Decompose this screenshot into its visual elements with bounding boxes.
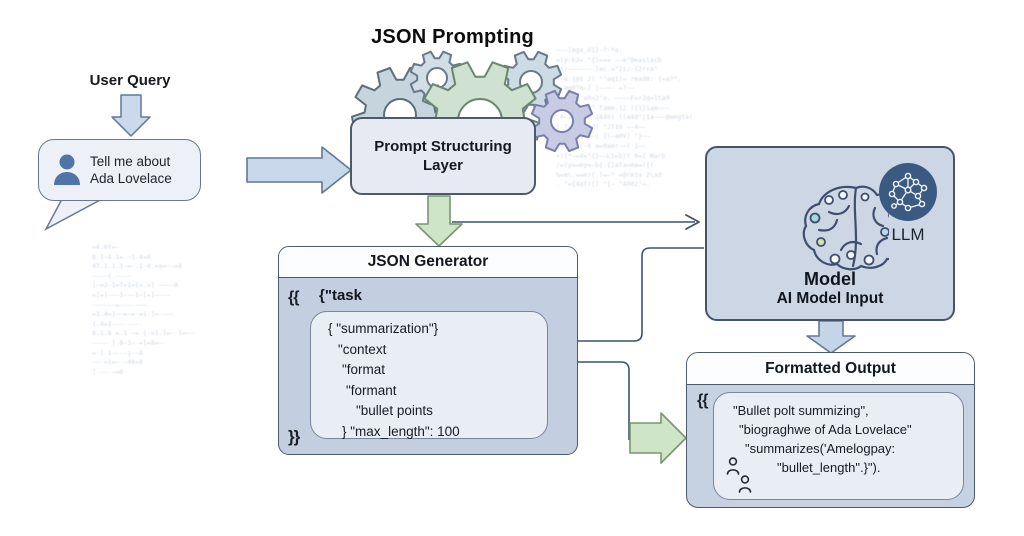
formatted-output-box: Formatted Output {{ "Bullet polt summizi… bbox=[686, 352, 975, 508]
background-code-line: 8.1—4.1=.—1.4=8 bbox=[92, 252, 151, 261]
background-code-line: ———— ].8—1—·=]=8=—· bbox=[92, 338, 167, 347]
background-code-line: ]—=2—1=T=1={=.=] ————8 bbox=[92, 281, 179, 290]
background-code-line: ,4—2{a "" 1840) ((a40"|1a———@amgta( bbox=[556, 113, 693, 122]
background-code-line: +){*—=4="{}——L1=b}t 0=[ Narb bbox=[556, 151, 666, 160]
background-code-line: =]=]———1———1—[=]———— bbox=[92, 290, 171, 299]
background-code-line: ={)—————— ]ac.="21/-{2rra" bbox=[556, 65, 658, 74]
json-code-line: } "max_length": 100 bbox=[342, 423, 460, 439]
background-code-line: %=m\.==m){.)=—" =@rm1a 2\ad bbox=[556, 170, 662, 179]
user-query-label: User Query bbox=[89, 72, 171, 89]
user-query-text: Tell me about Ada Lovelace bbox=[90, 153, 172, 188]
background-code-line: ———[mga_d1}-?-*a. bbox=[556, 46, 623, 54]
down-arrow-model bbox=[806, 320, 856, 354]
json-generator-title: JSON Generator bbox=[279, 247, 577, 278]
json-code-line: "formant bbox=[346, 382, 397, 398]
background-code-line: 1.4=1———·———· bbox=[92, 319, 143, 328]
connector-generator-to-model bbox=[578, 247, 704, 342]
background-code-line: =4.8Y=— bbox=[92, 243, 120, 251]
right-arrow-to-psl bbox=[246, 146, 352, 194]
llm-badge bbox=[879, 163, 937, 221]
output-line: "summarizes('Amelogpay: bbox=[745, 441, 896, 456]
background-code-line: ————{.———— bbox=[92, 271, 132, 280]
background-code-line: =(y:b2= "{]=== ——a"@eastacb bbox=[556, 55, 662, 64]
person-outline-icon bbox=[726, 457, 740, 475]
json-generator-box: JSON Generator {{ {"task { "summarizatio… bbox=[278, 246, 578, 455]
model-box: LLM Model AI Model Input bbox=[705, 146, 955, 321]
json-code-panel: { "summarization"} "context "format "for… bbox=[310, 311, 548, 439]
bubble-line: Tell me about bbox=[90, 153, 171, 169]
output-text-panel: "Bullet polt summizing", "biograghwe of … bbox=[713, 392, 964, 500]
background-code-line: ——am0Tm—] |———— =?—— bbox=[556, 84, 635, 93]
background-code-line: * 4:{@1 2) ""aq1)= read0: {=a?". bbox=[556, 74, 682, 83]
bubble-line: Ada Lovelace bbox=[90, 171, 172, 186]
background-code-line: ( =—"g_a0=2"a. ————F=+2q=1ta9 bbox=[556, 93, 670, 102]
user-icon bbox=[54, 154, 80, 185]
speech-bubble-tail bbox=[44, 198, 103, 231]
background-code-line: . "={4aT){) "{— "4002"=. bbox=[556, 180, 650, 189]
background-code-line: 8.1.8 =.1 —=.{·=1.]=—·1=—— bbox=[92, 329, 194, 338]
json-code-line: "bullet points bbox=[356, 403, 433, 418]
down-arrow-green bbox=[415, 195, 463, 247]
model-name: Model bbox=[804, 269, 856, 289]
model-subtitle: AI Model Input bbox=[776, 290, 884, 307]
connector-generator-to-output bbox=[578, 361, 630, 440]
json-code-line: { "summarization"} bbox=[328, 321, 439, 336]
user-query-bubble: Tell me about Ada Lovelace bbox=[38, 139, 201, 201]
background-code-line: ]·——·—=8· bbox=[92, 367, 128, 376]
open-braces: {{ bbox=[697, 392, 708, 409]
network-icon bbox=[888, 172, 928, 212]
model-titles: Model AI Model Input bbox=[707, 269, 953, 308]
prompt-structuring-layer-box: Prompt Structuring Layer bbox=[350, 117, 536, 195]
json-code-line: "context bbox=[338, 341, 387, 357]
task-key-label: {"task bbox=[319, 287, 362, 304]
person-outline-icon bbox=[738, 475, 752, 493]
gear-icon bbox=[530, 89, 594, 153]
open-braces: {{ bbox=[288, 289, 299, 306]
background-code-line: /=(y==my=—b{.{2aTa=ma=({( bbox=[556, 161, 654, 170]
background-code-line: {=T9 {|—9 a=0amr——) 1—— bbox=[556, 141, 647, 150]
down-arrow-user bbox=[111, 94, 151, 137]
formatted-output-title: Formatted Output bbox=[687, 353, 974, 385]
background-code-line: =·].1——·—1——8 bbox=[92, 348, 143, 357]
output-line: "Bullet polt summizing", bbox=[733, 403, 869, 418]
background-code-line: =1.4=]——=—=·=1·]=·——— bbox=[92, 310, 175, 319]
psl-label-line1: Prompt Structuring bbox=[374, 138, 512, 155]
background-code-line: ——————=———·——— bbox=[92, 300, 147, 309]
json-code-line: "format bbox=[342, 362, 386, 377]
brain-icon bbox=[802, 185, 889, 271]
json-generator-body: {{ {"task { "summarization"} "context "f… bbox=[279, 278, 577, 454]
background-code-line: {"+4){{)=—| {(—a0V) "}—— bbox=[556, 132, 650, 141]
background-code-line: ===={), =" Tamm.12 ({1}1am——— bbox=[556, 103, 670, 112]
close-braces: }} bbox=[288, 427, 300, 446]
psl-label-line2: Layer bbox=[422, 157, 464, 174]
connector-arrowhead bbox=[685, 214, 700, 230]
background-code-line: ——·=1=—·—48=8 bbox=[92, 358, 143, 367]
output-line: "biograghwe of Ada Lovelace" bbox=[739, 422, 912, 437]
page-title: JSON Prompting bbox=[371, 26, 534, 48]
background-code-line: 4T.1.1.1—=—.1-4.=a=——=8 bbox=[92, 262, 183, 271]
llm-label: LLM bbox=[891, 225, 925, 244]
background-code-line: { Tamaa—40) "2T19 ——4—— bbox=[556, 122, 647, 131]
right-arrow-green bbox=[629, 412, 687, 464]
background-code-block: ———[mga_d1}-?-*a.=(y:b2= "{]=== ——a"@eas… bbox=[556, 46, 802, 206]
formatted-output-body: {{ "Bullet polt summizing", "biograghwe … bbox=[687, 385, 974, 507]
output-line: "bullet_length".}"). bbox=[777, 460, 881, 475]
